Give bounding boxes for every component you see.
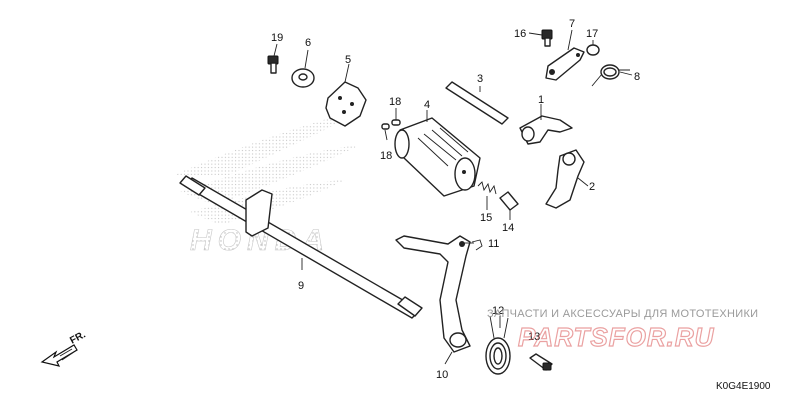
part-8-spring [591, 64, 630, 87]
part-3-fork-shaft [445, 81, 509, 125]
callout-6: 6 [305, 37, 311, 49]
callout-17: 17 [586, 28, 598, 40]
callout-2: 2 [589, 181, 595, 193]
part-14-plunger [499, 191, 519, 211]
callout-16: 16 [514, 28, 526, 40]
part-16-bolt [541, 29, 553, 47]
part-1-shift-fork [519, 115, 573, 145]
part-15-spring [477, 181, 497, 195]
callout-1: 1 [538, 94, 544, 106]
drawing-code: K0G4E1900 [716, 381, 771, 392]
callout-7: 7 [569, 18, 575, 30]
watermark-logo: PARTSFOR.RU [518, 322, 715, 352]
part-5-stopper-plate [325, 81, 367, 127]
front-direction-marker: FR. [40, 329, 88, 367]
part-9-gearshift-spindle [179, 175, 423, 319]
leader-lines [273, 29, 633, 365]
callout-11: 11 [488, 238, 499, 250]
part-4-shift-drum [394, 117, 481, 197]
part-18-dowel-pins [381, 119, 401, 130]
part-10-gearshift-arm [395, 235, 471, 353]
part-12-return-spring [485, 315, 511, 375]
callout-18-lower: 18 [380, 150, 392, 162]
callout-13: 13 [528, 331, 540, 343]
part-17-washer [586, 44, 600, 56]
watermark-tagline: ЗАПЧАСТИ И АКСЕССУАРЫ ДЛЯ МОТОТЕХНИКИ [487, 308, 758, 320]
callout-10: 10 [436, 369, 448, 381]
callout-14: 14 [502, 222, 514, 234]
callout-4: 4 [424, 99, 430, 111]
callout-8: 8 [634, 71, 640, 83]
callout-9: 9 [298, 280, 304, 292]
callout-3: 3 [477, 73, 483, 85]
callout-12: 12 [492, 305, 504, 317]
callout-19: 19 [271, 32, 283, 44]
watermark: ЗАПЧАСТИ И АКСЕССУАРЫ ДЛЯ МОТОТЕХНИКИ PA… [487, 308, 758, 353]
part-6-washer [291, 68, 315, 88]
callout-5: 5 [345, 54, 351, 66]
part-19-bolt [267, 55, 279, 74]
part-7-arm [545, 47, 585, 81]
part-13-pin [529, 353, 553, 371]
callout-18-upper: 18 [389, 96, 401, 108]
part-2-shift-fork [545, 149, 585, 209]
part-11-clip [471, 239, 483, 251]
callout-15: 15 [480, 212, 492, 224]
callout-labels: 1 2 3 4 5 6 7 8 9 10 11 12 13 14 15 16 1… [271, 18, 640, 381]
front-marker-label: FR. [68, 329, 88, 346]
